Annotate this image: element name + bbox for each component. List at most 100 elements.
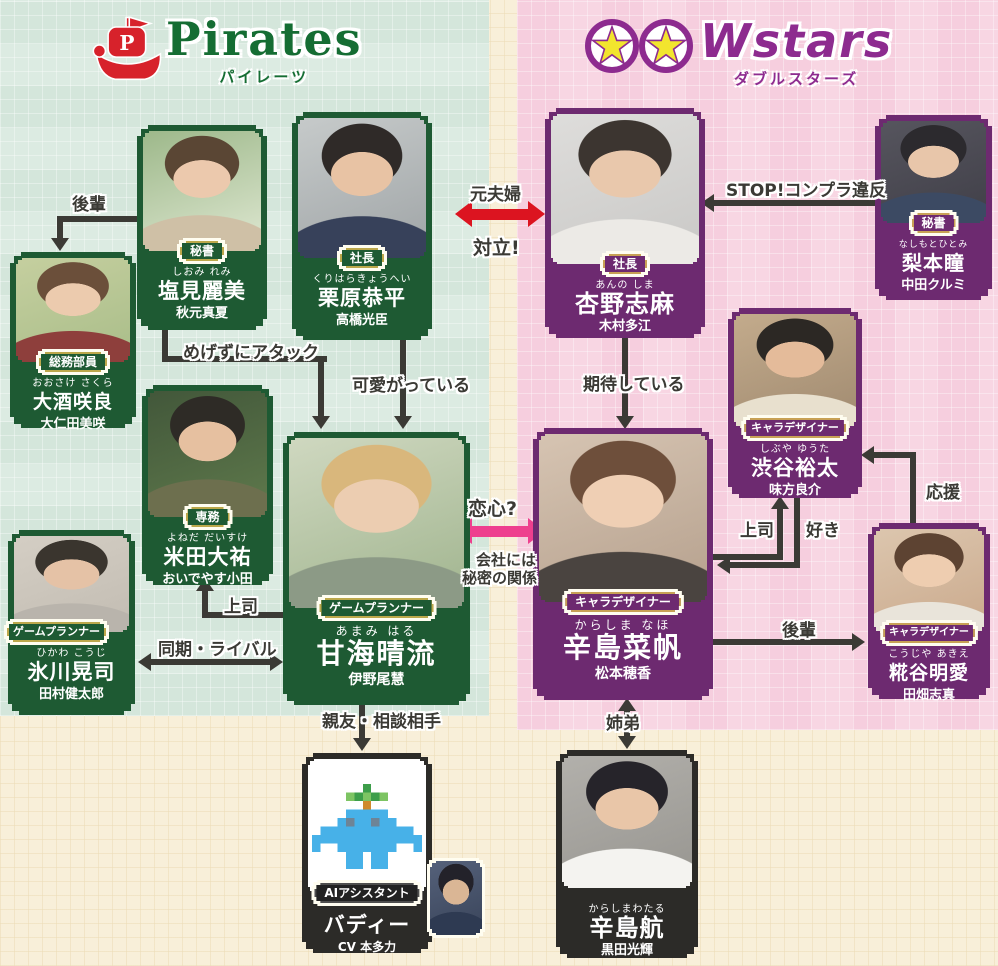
- line-kouhai-left: [60, 216, 137, 222]
- arrowhead-kyoudai-down: [618, 736, 636, 749]
- character-card-osake[interactable]: 総務部員 おおさけ さくら 大酒咲良 大仁田美咲: [10, 252, 136, 432]
- actor-name: 松本穂香: [595, 666, 651, 682]
- arrowhead-conflict-left: [455, 201, 472, 227]
- character-name: 糀谷明愛: [888, 662, 969, 684]
- label-kyoudai: 姉弟: [606, 714, 640, 734]
- character-name: 甘海晴流: [316, 637, 437, 670]
- role-badge: 社長: [600, 251, 650, 277]
- line-attack-v2: [318, 356, 324, 416]
- character-card-yoneda[interactable]: 専務 よねだ だいすけ 米田大祐 おいでやす小田: [142, 385, 273, 587]
- character-card-anno[interactable]: 社長 あんの しま 杏野志麻 木村多江: [545, 108, 705, 338]
- line-stop: [712, 200, 875, 206]
- line-joushi-right-v: [777, 508, 783, 560]
- character-name: 辛島航: [589, 914, 665, 942]
- line-joushi-right-h: [713, 554, 783, 560]
- pirates-title: Pirates: [166, 12, 363, 66]
- label-tairitsu: 対立!: [473, 237, 520, 259]
- actor-name: 高橋光臣: [335, 313, 388, 328]
- arrowhead-attack: [312, 416, 330, 429]
- role-badge: キャラデザイナー: [880, 620, 978, 646]
- label-ouen: 応援: [926, 483, 960, 503]
- double-star-icon: [582, 16, 700, 82]
- arrowhead-shinyuu: [353, 738, 371, 751]
- character-card-buddy[interactable]: AIアシスタント バディー CV 本多力: [302, 753, 432, 954]
- label-stop: STOP!コンプラ違反: [726, 181, 886, 201]
- character-photo: [298, 118, 426, 258]
- character-name: 辛島菜帆: [562, 631, 683, 664]
- character-photo: [874, 529, 984, 633]
- role-badge: キャラデザイナー: [741, 415, 849, 441]
- label-shinyuu: 親友・相談相手: [322, 712, 441, 732]
- label-moto-fuufu: 元夫婦: [470, 185, 521, 205]
- actor-name: 田村健太郎: [38, 687, 104, 702]
- label-kouhai-left: 後輩: [72, 195, 106, 215]
- role-badge: ゲームプランナー: [316, 595, 437, 621]
- furigana: あまみ はる: [335, 624, 418, 638]
- label-joushi-right: 上司: [740, 521, 774, 541]
- label-kouhai-right: 後輩: [782, 621, 816, 641]
- character-photo: [539, 434, 707, 602]
- character-photo: [562, 756, 692, 888]
- wstars-logo: Wstars ダブルスターズ: [582, 16, 893, 89]
- actor-name: 味方良介: [768, 483, 821, 498]
- character-card-nashimoto[interactable]: 秘書 なしもとひとみ 梨本瞳 中田クルミ: [875, 115, 992, 300]
- pirates-subtitle: パイレーツ: [219, 68, 310, 86]
- voice-actor-photo: [427, 858, 485, 938]
- role-badge: 専務: [182, 504, 232, 530]
- svg-text:P: P: [119, 31, 134, 55]
- line-kitai: [622, 335, 628, 416]
- character-name: 栗原恭平: [318, 286, 406, 310]
- character-card-wataru[interactable]: からしまわたる 辛島航 黒田光輝: [556, 750, 698, 958]
- furigana: なしもとひとみ: [898, 240, 969, 250]
- line-ouen-v: [910, 452, 916, 523]
- buddy-pixel-art: [308, 759, 426, 893]
- line-attack-v1: [162, 330, 168, 362]
- actor-name: 木村多江: [598, 319, 651, 334]
- buddy-invader-icon: [312, 784, 422, 869]
- character-name: 梨本瞳: [902, 251, 965, 275]
- furigana: からしまわたる: [588, 904, 666, 915]
- line-suki-h: [728, 562, 800, 568]
- character-photo: [551, 114, 699, 264]
- character-card-shibuya[interactable]: キャラデザイナー しぶや ゆうた 渋谷裕太 味方良介: [728, 308, 862, 498]
- line-ouen-h: [872, 452, 916, 458]
- line-kouhai-left-v: [57, 216, 63, 238]
- actor-name: 黒田光輝: [600, 943, 653, 958]
- label-kitai: 期待している: [583, 375, 685, 395]
- line-shinyuu: [359, 705, 365, 738]
- role-badge: 秘書: [908, 210, 958, 236]
- arrowhead-kawaigaru: [394, 416, 412, 429]
- role-badge: 社長: [337, 245, 387, 271]
- label-himitsu-2: 秘密の関係: [462, 569, 538, 587]
- actor-name: 中田クルミ: [901, 278, 966, 293]
- character-card-kojiya[interactable]: キャラデザイナー こうじや あきえ 糀谷明愛 田畑志真: [868, 523, 990, 703]
- actor-name: 田畑志真: [902, 688, 955, 703]
- label-joushi-left: 上司: [224, 597, 258, 617]
- role-badge: 総務部員: [36, 349, 110, 375]
- furigana: こうじや あきえ: [888, 649, 970, 660]
- arrowhead-kouhai-left: [51, 238, 69, 251]
- character-card-shiomi[interactable]: 秘書 しおみ れみ 塩見麗美 秋元真夏: [137, 125, 267, 330]
- actor-name: 大仁田美咲: [40, 417, 106, 432]
- actor-name: 伊野尾慧: [348, 672, 405, 688]
- label-douki: 同期・ライバル: [158, 640, 277, 660]
- line-conflict: [470, 209, 528, 220]
- character-name: 渋谷裕太: [751, 456, 839, 480]
- character-card-kurihara[interactable]: 社長 くりはらきょうへい 栗原恭平 高橋光臣: [292, 112, 432, 340]
- wstars-subtitle: ダブルスターズ: [733, 70, 860, 88]
- pirates-logo: P Pirates パイレーツ: [92, 14, 363, 90]
- actor-name: おいでやす小田: [162, 572, 253, 587]
- character-photo: [14, 536, 129, 632]
- line-kyoudai: [624, 710, 630, 736]
- character-card-amami[interactable]: ゲームプランナー あまみ はる 甘海晴流 伊野尾慧: [283, 432, 470, 705]
- furigana: おおさけ さくら: [32, 378, 114, 389]
- role-badge: キャラデザイナー: [562, 589, 684, 615]
- pirate-ship-icon: P: [92, 14, 166, 90]
- role-badge: 秘書: [177, 238, 227, 264]
- character-photo: [148, 391, 267, 517]
- character-card-naho[interactable]: キャラデザイナー からしま なほ 辛島菜帆 松本穂香: [533, 428, 713, 700]
- actor-name: CV 本多力: [337, 940, 397, 954]
- label-himitsu-1: 会社には: [476, 551, 537, 569]
- character-card-hikawa[interactable]: ゲームプランナー ひかわ こうじ 氷川晃司 田村健太郎: [8, 530, 135, 715]
- label-koigokoro: 恋心?: [468, 498, 518, 520]
